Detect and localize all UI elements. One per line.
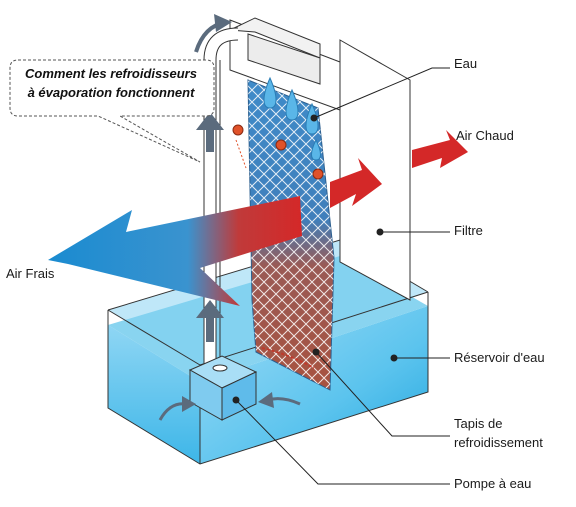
label-reservoir: Réservoir d'eau (454, 350, 545, 365)
dust-particles (232, 124, 324, 180)
title-line-2: à évaporation fonctionnent (27, 85, 195, 100)
label-air-frais: Air Frais (6, 266, 55, 281)
diagram-title: Comment les refroidisseurs à évaporation… (16, 64, 206, 102)
title-callout-bubble (9, 59, 215, 163)
label-eau: Eau (454, 56, 478, 71)
label-tapis-line-2: refroidissement (454, 435, 543, 450)
flow-arrows-pipe (194, 14, 232, 342)
water-pump (188, 355, 258, 421)
label-air-chaud: Air Chaud (456, 128, 514, 143)
pump-intake-arrows (158, 392, 301, 421)
label-filtre: Filtre (454, 223, 483, 238)
title-callout: Comment les refroidisseurs à évaporation… (6, 56, 214, 118)
frame (228, 17, 341, 111)
leader-lines (232, 67, 450, 485)
label-pompe: Pompe à eau (454, 476, 532, 491)
cool-air-arrow (48, 196, 302, 306)
filter-panel (339, 39, 411, 301)
title-line-1: Comment les refroidisseurs (25, 66, 197, 81)
label-tapis-line-1: Tapis de (454, 416, 503, 431)
hot-air-arrows (330, 130, 468, 208)
